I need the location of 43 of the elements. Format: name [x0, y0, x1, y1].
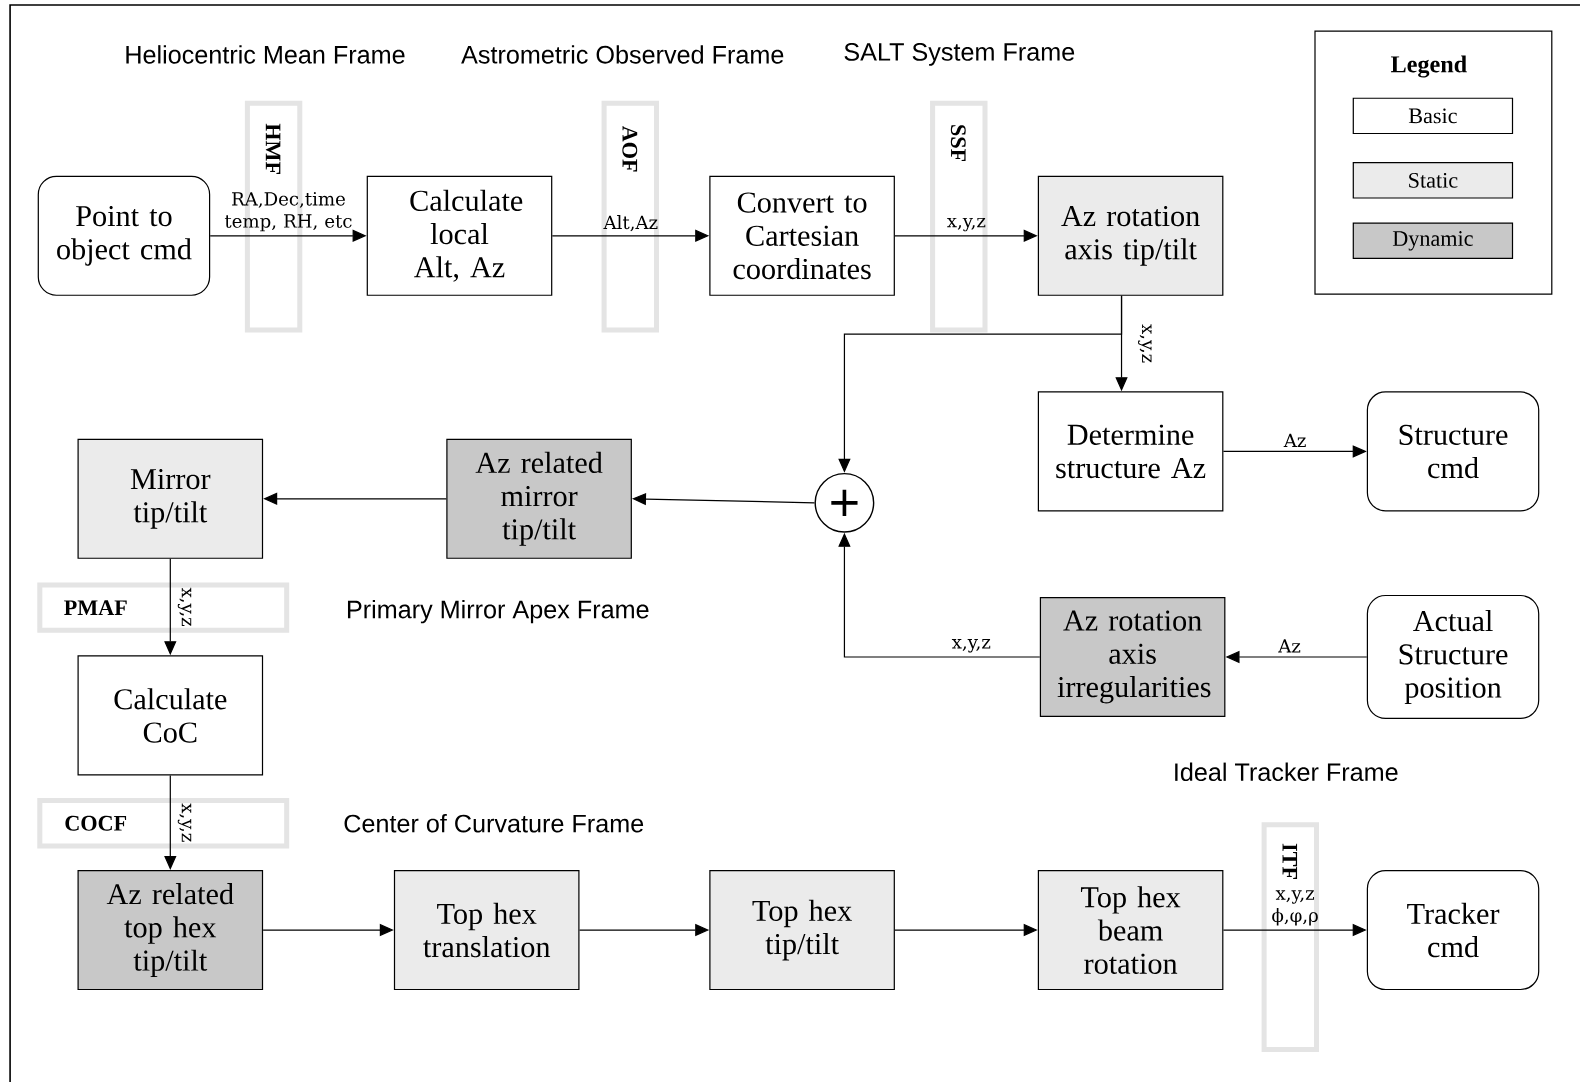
frame-tag: COCF	[65, 815, 127, 831]
edge-label: x,y,z	[177, 803, 192, 842]
frame-name: Ideal Tracker Frame	[1175, 762, 1398, 781]
process-box: Top hex translation	[393, 869, 580, 991]
frame-name: SALT System Frame	[844, 42, 1075, 66]
process-box: Calculate CoC	[77, 655, 264, 776]
frame-tag: AOF	[622, 125, 638, 172]
edge-label: Alt,Az	[603, 215, 658, 232]
frame-name: Heliocentric Mean Frame	[126, 45, 405, 64]
edge-label: x,y,z	[1138, 324, 1152, 363]
process-box: Top hex tip/tilt	[709, 869, 895, 991]
terminal-box: Actual Structure position	[1366, 594, 1540, 719]
process-box: Az related top hex tip/tilt	[77, 869, 264, 991]
edge-label: Az	[1283, 433, 1306, 447]
terminal-box: Point to object cmd	[37, 175, 211, 296]
process-box: Az rotation axis tip/tilt	[1037, 175, 1224, 296]
terminal-box: Tracker cmd	[1366, 869, 1540, 991]
frame-name: Astrometric Observed Frame	[461, 45, 784, 64]
legend-item: Static	[1352, 162, 1514, 199]
summing-junction	[814, 472, 875, 533]
process-box: Determine structure Az	[1037, 391, 1224, 512]
frame-tag: PMAF	[64, 600, 127, 615]
legend-item: Basic	[1352, 97, 1514, 134]
process-box: Mirror tip/tilt	[77, 438, 264, 559]
process-box: Calculate local Alt, Az	[366, 175, 553, 296]
edge-label: RA,Dec,time temp, RH, etc	[224, 192, 352, 232]
frame-tag: ITF	[1282, 843, 1298, 879]
legend-title: Legend	[1391, 55, 1467, 78]
process-box: Convert to Cartesian coordinates	[709, 175, 895, 296]
edge-label: x,y,z ϕ,φ,ρ	[1272, 890, 1318, 926]
terminal-box: Structure cmd	[1366, 391, 1540, 512]
process-box: Az related mirror tip/tilt	[446, 438, 632, 559]
frame-name: Center of Curvature Frame	[344, 813, 644, 833]
legend-item: Dynamic	[1352, 222, 1514, 259]
frame-name: Primary Mirror Apex Frame	[348, 599, 649, 624]
edge-label: x,y,z	[947, 217, 986, 232]
edge-label: x,y,z	[951, 639, 991, 653]
frame-tag: SSF	[950, 125, 966, 161]
frame-tag: HMF	[265, 123, 281, 174]
process-box: Top hex beam rotation	[1037, 869, 1224, 991]
edge-label: x,y,z	[177, 587, 192, 626]
edge-label: Az	[1278, 639, 1301, 653]
process-box: Az rotation axis irregularities	[1039, 596, 1226, 717]
